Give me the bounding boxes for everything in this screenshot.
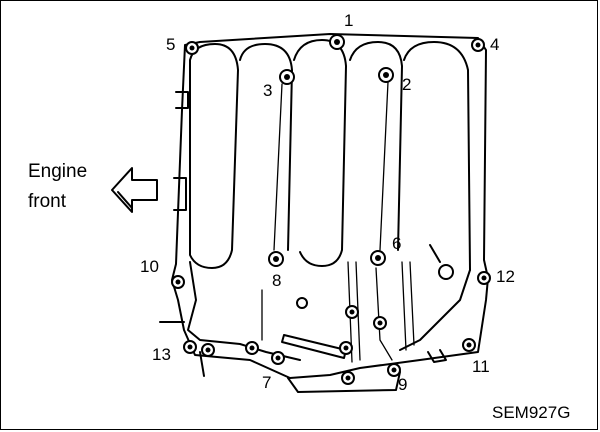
- bolt-6: [370, 250, 386, 266]
- label-bolt-1: 1: [344, 11, 353, 30]
- label-bolt-6: 6: [392, 234, 401, 253]
- fastener: [339, 341, 353, 355]
- label-bolt-4: 4: [490, 35, 499, 54]
- label-bolt-8: 8: [272, 271, 281, 290]
- label-bolt-9: 9: [398, 375, 407, 394]
- bolt-4: [471, 38, 485, 52]
- label-bolt-12: 12: [496, 267, 515, 286]
- bolt-1: [329, 34, 345, 50]
- caption-engine: Engine: [28, 161, 87, 182]
- label-bolt-10: 10: [140, 257, 159, 276]
- label-bolt-3: 3: [263, 81, 272, 100]
- label-bolt-5: 5: [166, 35, 175, 54]
- bolt-7: [271, 351, 285, 365]
- bolt-8: [268, 251, 284, 267]
- bolt-2: [378, 67, 394, 83]
- manifold-body: [159, 33, 489, 393]
- bolt-11: [462, 338, 476, 352]
- label-bolt-7: 7: [262, 373, 271, 392]
- fastener: [373, 316, 387, 330]
- fastener: [341, 371, 355, 385]
- bolt-3: [279, 69, 295, 85]
- bolt-9: [387, 363, 401, 377]
- engine-front-arrow-icon: [111, 167, 158, 213]
- caption-front: front: [28, 191, 67, 212]
- label-bolt-13: 13: [152, 345, 171, 364]
- fastener: [345, 305, 359, 319]
- fastener: [245, 341, 259, 355]
- bolt-12: [477, 271, 491, 285]
- bolt-5: [185, 41, 199, 55]
- bolt-10: [171, 275, 185, 289]
- label-bolt-2: 2: [402, 75, 411, 94]
- figure-code: SEM927G: [492, 403, 570, 422]
- bolt-13: [183, 340, 197, 354]
- label-bolt-11: 11: [472, 357, 490, 376]
- fastener: [201, 343, 215, 357]
